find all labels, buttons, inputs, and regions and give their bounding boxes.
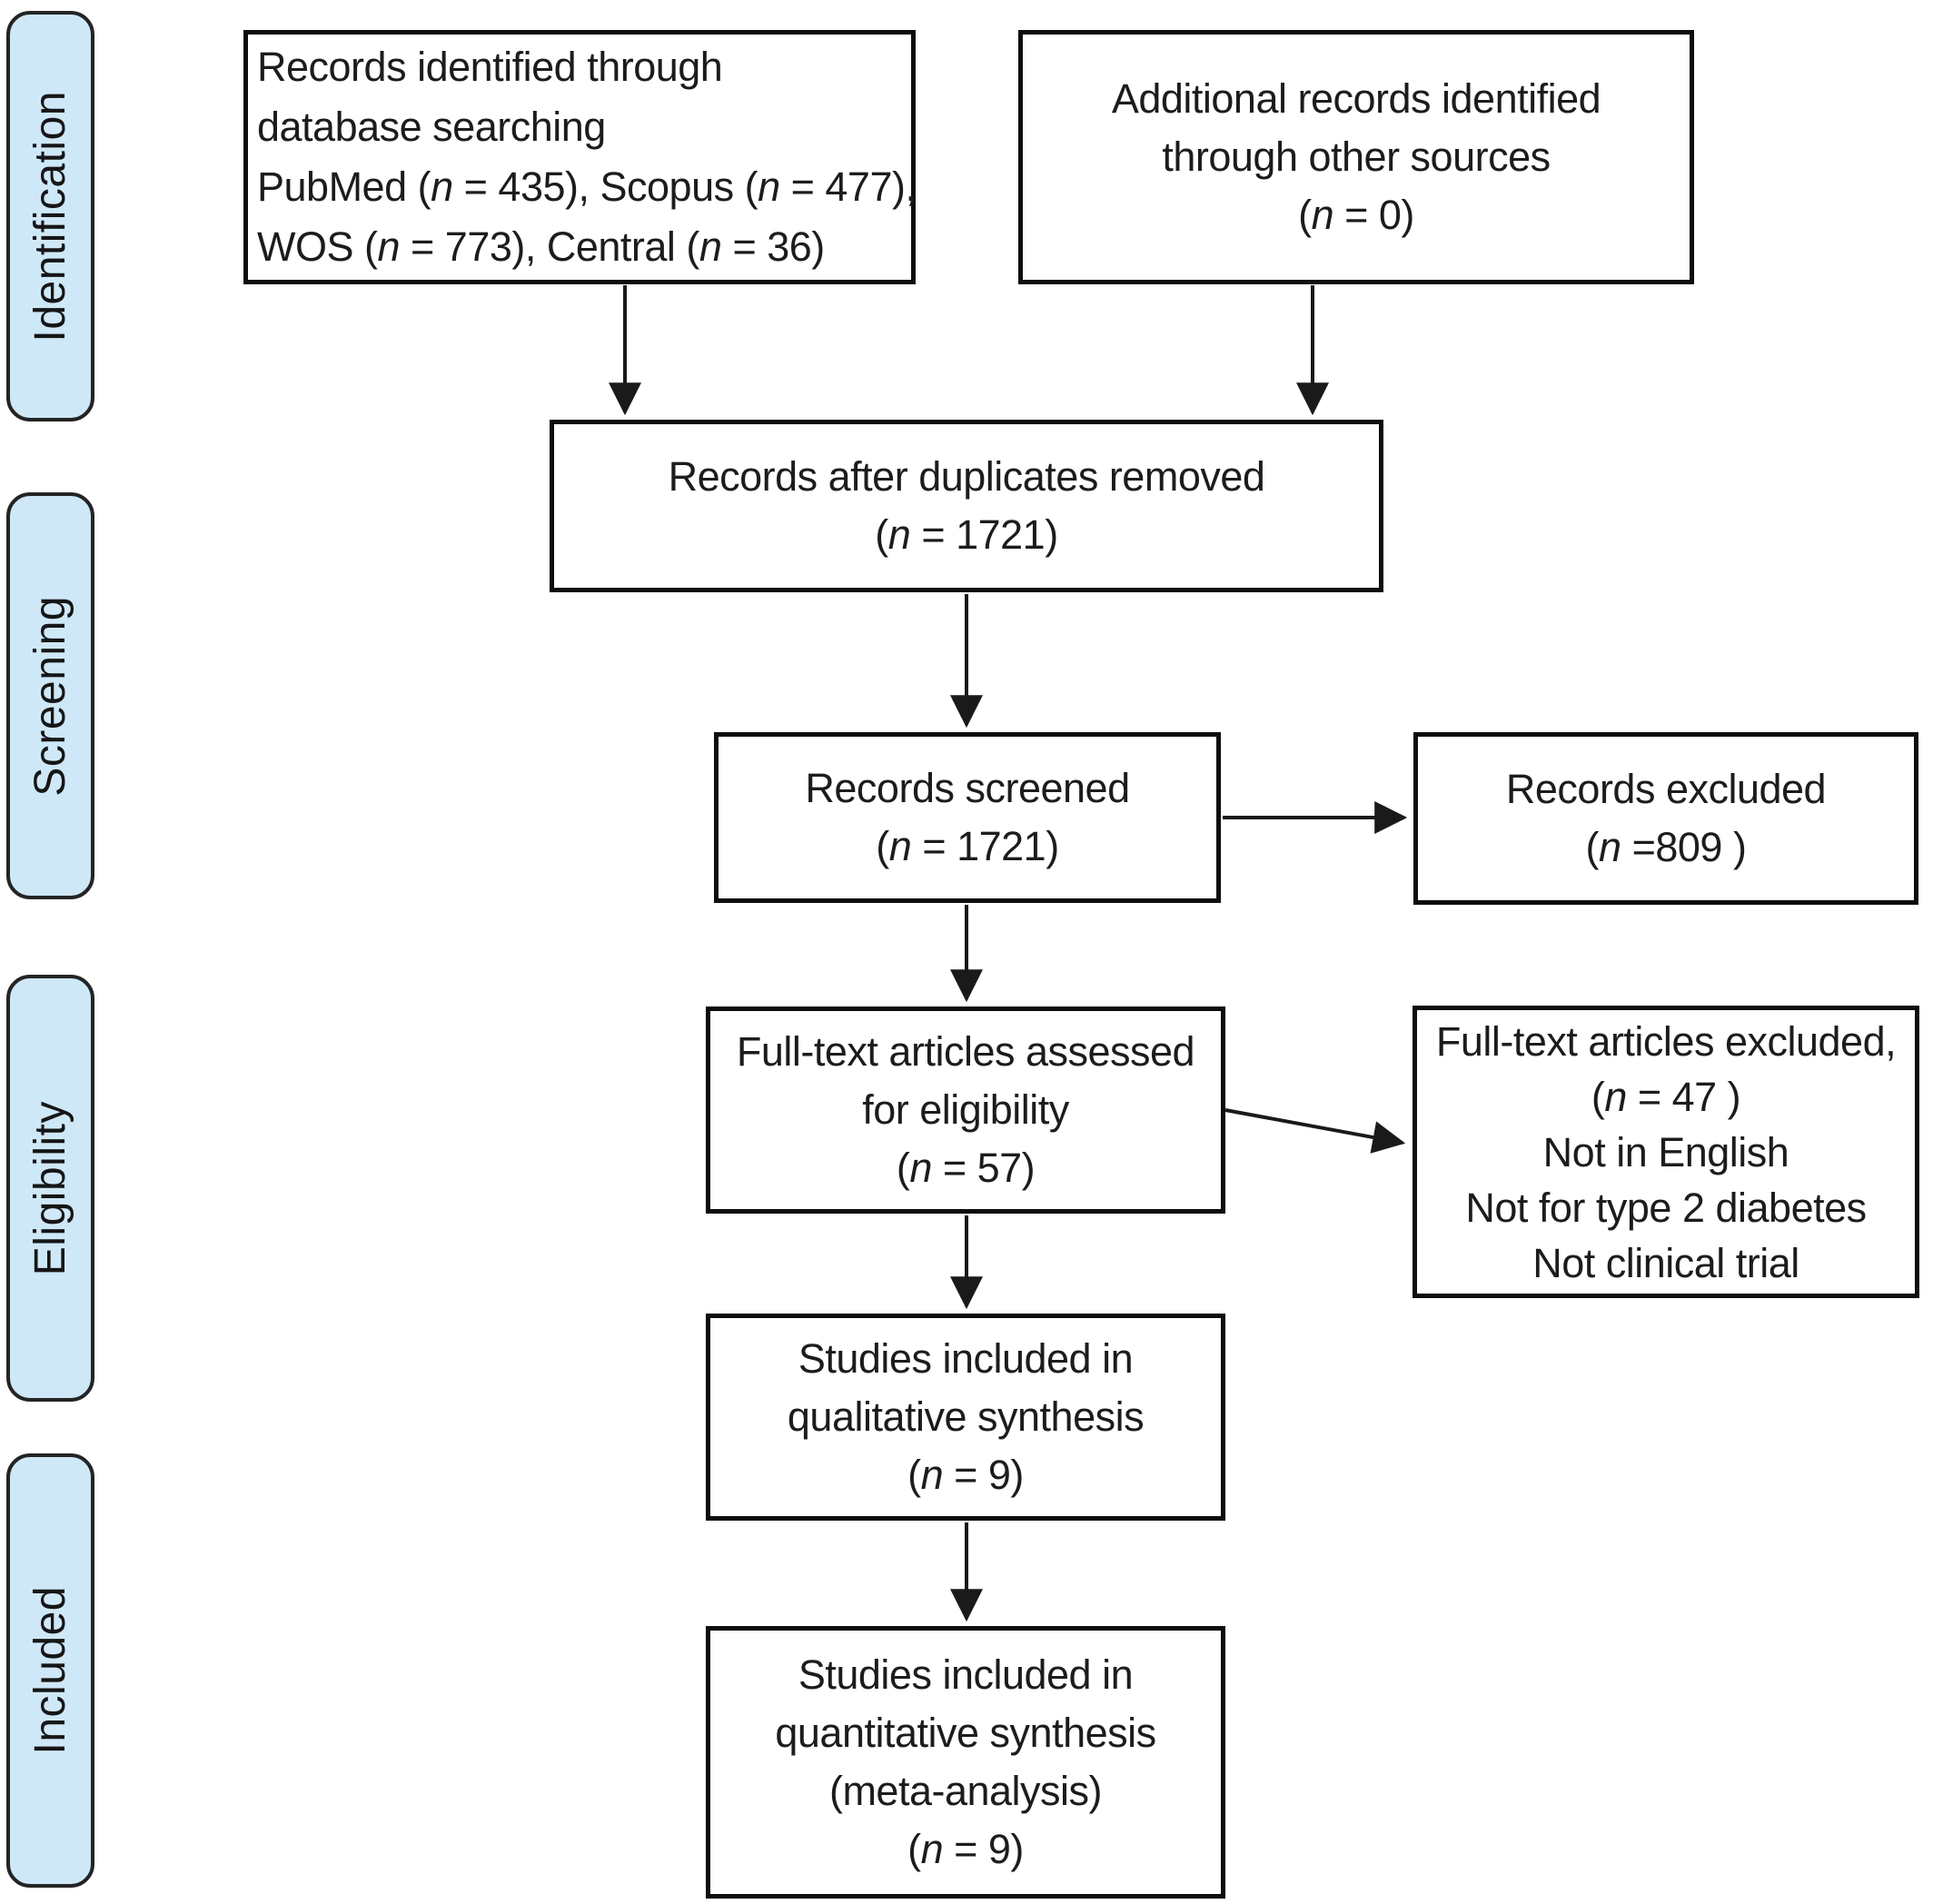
stage-label-identification-text: Identification (26, 90, 74, 342)
box-records-after-duplicates: Records after duplicates removed (n = 17… (550, 420, 1383, 592)
box-fulltext-assessed: Full-text articles assessed for eligibil… (706, 1007, 1225, 1214)
box-records-excluded: Records excluded (n =809 ) (1413, 732, 1918, 905)
box-fulltext-excluded-line: Not clinical trial (1532, 1239, 1799, 1286)
stage-label-included-text: Included (26, 1586, 74, 1755)
box-records-screened-line: Records screened (805, 765, 1130, 811)
box-records-identified-line: PubMed (n = 435), Scopus (n = 477), (257, 164, 917, 210)
box-records-identified-line: WOS (n = 773), Central (n = 36) (257, 223, 825, 270)
box-fulltext-assessed-line: for eligibility (862, 1086, 1069, 1133)
box-additional-records-line: (n = 0) (1298, 192, 1414, 238)
box-additional-records-line: through other sources (1162, 134, 1551, 180)
box-fulltext-excluded-line: Not for type 2 diabetes (1465, 1184, 1867, 1231)
box-qualitative-synthesis-line: (n = 9) (907, 1452, 1024, 1498)
box-records-after-duplicates-line: (n = 1721) (875, 511, 1058, 558)
stage-label-eligibility-text: Eligibility (26, 1100, 74, 1276)
box-quantitative-synthesis-line: quantitative synthesis (775, 1710, 1156, 1756)
stage-label-screening-text: Screening (26, 595, 74, 797)
box-records-identified-line: Records identified through (257, 44, 723, 90)
box-qualitative-synthesis-line: Studies included in (798, 1335, 1134, 1382)
box-records-excluded-line: Records excluded (1505, 766, 1827, 812)
box-records-excluded-line: (n =809 ) (1585, 824, 1747, 870)
box-quantitative-synthesis-line: (meta-analysis) (828, 1768, 1103, 1814)
box-fulltext-assessed-line: Full-text articles assessed (736, 1028, 1195, 1075)
box-qualitative-synthesis: Studies included in qualitative synthesi… (706, 1314, 1225, 1521)
box-additional-records-line: Additional records identified (1111, 75, 1601, 122)
box-fulltext-assessed-line: (n = 57) (896, 1145, 1036, 1191)
arrow-fulltext-to-fulltext-excluded (1224, 1108, 1406, 1154)
box-fulltext-excluded-line: Not in English (1542, 1128, 1789, 1175)
box-quantitative-synthesis: Studies included in quantitative synthes… (706, 1626, 1225, 1899)
box-records-identified: Records identified through database sear… (243, 30, 917, 284)
box-fulltext-excluded: Full-text articles excluded, (n = 47 ) N… (1413, 1006, 1919, 1298)
box-fulltext-excluded-line: (n = 47 ) (1591, 1073, 1741, 1120)
stage-label-included: Included (6, 1453, 94, 1888)
box-quantitative-synthesis-line: (n = 9) (907, 1826, 1024, 1872)
box-fulltext-excluded-line: Full-text articles excluded, (1435, 1017, 1897, 1065)
box-records-screened-line: (n = 1721) (876, 823, 1059, 869)
box-records-after-duplicates-line: Records after duplicates removed (668, 453, 1265, 500)
box-qualitative-synthesis-line: qualitative synthesis (787, 1393, 1145, 1440)
stage-label-eligibility: Eligibility (6, 975, 94, 1402)
stage-label-identification: Identification (6, 11, 94, 421)
stage-label-screening: Screening (6, 492, 94, 899)
box-quantitative-synthesis-line: Studies included in (798, 1651, 1134, 1698)
box-records-screened: Records screened (n = 1721) (714, 732, 1221, 903)
box-additional-records: Additional records identified through ot… (1018, 30, 1694, 284)
box-records-identified-line: database searching (257, 104, 606, 150)
